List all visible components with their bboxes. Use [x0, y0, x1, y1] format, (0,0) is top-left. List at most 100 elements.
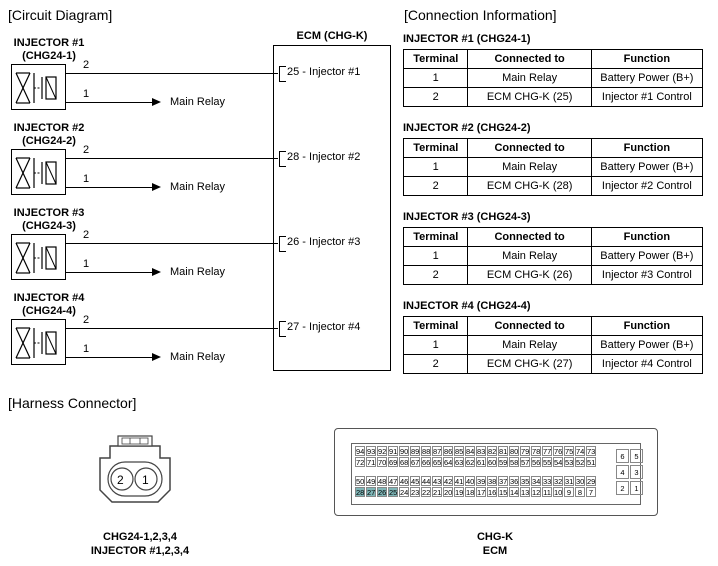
ecm-pin-cell: 46 — [399, 476, 409, 486]
ecm-pin-cell: 54 — [553, 457, 563, 467]
ecm-pin-cell: 60 — [487, 457, 497, 467]
ecm-pin-bracket — [279, 321, 286, 337]
ecm-side-pin-cell: 2 — [616, 481, 629, 495]
injector-symbol — [11, 234, 66, 280]
ecm-pin-cell: 29 — [586, 476, 596, 486]
ecm-pin-cell: 27 — [366, 487, 376, 497]
injector-code: (CHG24-1) — [22, 50, 76, 62]
table-cell: Injector #1 Control — [590, 87, 704, 107]
injector-wire-relay — [66, 102, 154, 103]
table-cell: Battery Power (B+) — [590, 68, 704, 88]
ecm-pin-cell: 31 — [564, 476, 574, 486]
ecm-side-pin-cell: 5 — [630, 449, 643, 463]
ecm-pin-cell: 92 — [377, 446, 387, 456]
ecm-pin-cell: 36 — [509, 476, 519, 486]
injector-pin-bottom: 1 — [83, 173, 90, 185]
ecm-pin-cell: 43 — [432, 476, 442, 486]
harness-connector-title: [Harness Connector] — [8, 395, 137, 411]
ecm-pin-cell: 23 — [410, 487, 420, 497]
connection-info-title: [Connection Information] — [404, 7, 557, 23]
ecm-pin-cell: 67 — [410, 457, 420, 467]
ecm-pin-cell: 51 — [586, 457, 596, 467]
ecm-pin-cell: 28 — [355, 487, 365, 497]
ecm-pin-cell: 20 — [443, 487, 453, 497]
table-cell: Injector #3 Control — [590, 265, 704, 285]
ecm-pin-cell: 79 — [520, 446, 530, 456]
injector-wire-relay — [66, 357, 154, 358]
ecm-pin-cell: 30 — [575, 476, 585, 486]
ecm-connector-housing — [351, 443, 641, 505]
table-title: INJECTOR #1 (CHG24-1) — [403, 33, 531, 45]
injector-symbol — [11, 64, 66, 110]
ecm-pin-cell: 70 — [377, 457, 387, 467]
ecm-side-pin-cell: 3 — [630, 465, 643, 479]
ecm-pin-cell: 25 — [388, 487, 398, 497]
ecm-pin-cell: 12 — [531, 487, 541, 497]
ecm-pin-cell: 87 — [432, 446, 442, 456]
ecm-pin-cell: 81 — [498, 446, 508, 456]
injector-pin-bottom: 1 — [83, 343, 90, 355]
ecm-pin-cell: 66 — [421, 457, 431, 467]
table-cell: Main Relay — [467, 68, 592, 88]
injector-pin-top: 2 — [83, 229, 90, 241]
ecm-pin-cell: 57 — [520, 457, 530, 467]
ecm-pin-cell: 24 — [399, 487, 409, 497]
injector-label: INJECTOR #3(CHG24-3) — [4, 207, 94, 233]
ecm-pin-cell: 90 — [399, 446, 409, 456]
ecm-pin-label: 28 - Injector #2 — [287, 151, 361, 163]
ecm-title: ECM (CHG-K) — [296, 30, 368, 42]
ecm-pin-cell: 18 — [465, 487, 475, 497]
table-header-cell: Connected to — [467, 49, 592, 69]
injector-connector-caption: CHG24-1,2,3,4 INJECTOR #1,2,3,4 — [50, 530, 230, 558]
table-cell: Main Relay — [467, 157, 592, 177]
ecm-pin-cell: 82 — [487, 446, 497, 456]
table-header-cell: Connected to — [467, 316, 592, 336]
table-header-cell: Connected to — [467, 227, 592, 247]
injector-code: (CHG24-4) — [22, 305, 76, 317]
table-header-cell: Terminal — [402, 138, 469, 158]
ecm-pin-cell: 85 — [454, 446, 464, 456]
ecm-pin-cell: 64 — [443, 457, 453, 467]
ecm-pin-cell: 75 — [564, 446, 574, 456]
injector-connector-caption-line1: CHG24-1,2,3,4 — [103, 531, 177, 543]
injector-symbol — [11, 319, 66, 365]
ecm-pin-cell: 38 — [487, 476, 497, 486]
ecm-pin-cell: 32 — [553, 476, 563, 486]
table-title: INJECTOR #4 (CHG24-4) — [403, 300, 531, 312]
injector-name: INJECTOR #2 — [13, 122, 85, 134]
table-cell: 2 — [402, 265, 469, 285]
injector-name: INJECTOR #4 — [13, 292, 85, 304]
table-cell: 2 — [402, 354, 469, 374]
injector-symbol-graphic — [15, 242, 57, 274]
ecm-pin-cell: 73 — [586, 446, 596, 456]
ecm-pin-cell: 71 — [366, 457, 376, 467]
ecm-pin-cell: 41 — [454, 476, 464, 486]
table-header-cell: Function — [590, 138, 704, 158]
ecm-pin-cell: 21 — [432, 487, 442, 497]
ecm-pin-cell: 86 — [443, 446, 453, 456]
ecm-pin-cell: 7 — [586, 487, 596, 497]
relay-arrow — [152, 183, 161, 191]
ecm-pin-cell: 11 — [542, 487, 552, 497]
ecm-connector-caption: CHG-K ECM — [410, 530, 580, 558]
ecm-pin-bracket — [279, 66, 286, 82]
ecm-connector-caption-line2: ECM — [482, 545, 508, 557]
ecm-pin-cell: 56 — [531, 457, 541, 467]
injector-label: INJECTOR #2(CHG24-2) — [4, 122, 94, 148]
ecm-pin-cell: 58 — [509, 457, 519, 467]
injector-symbol-graphic — [15, 327, 57, 359]
injector-code: (CHG24-3) — [22, 220, 76, 232]
table-cell: Main Relay — [467, 335, 592, 355]
ecm-pin-cell: 59 — [498, 457, 508, 467]
injector-connector-caption-line2: INJECTOR #1,2,3,4 — [90, 545, 190, 557]
table-cell: 1 — [402, 246, 469, 266]
injector-wire-relay — [66, 272, 154, 273]
ecm-connector-caption-line1: CHG-K — [476, 531, 514, 543]
table-cell: ECM CHG-K (28) — [467, 176, 592, 196]
ecm-pin-cell: 34 — [531, 476, 541, 486]
